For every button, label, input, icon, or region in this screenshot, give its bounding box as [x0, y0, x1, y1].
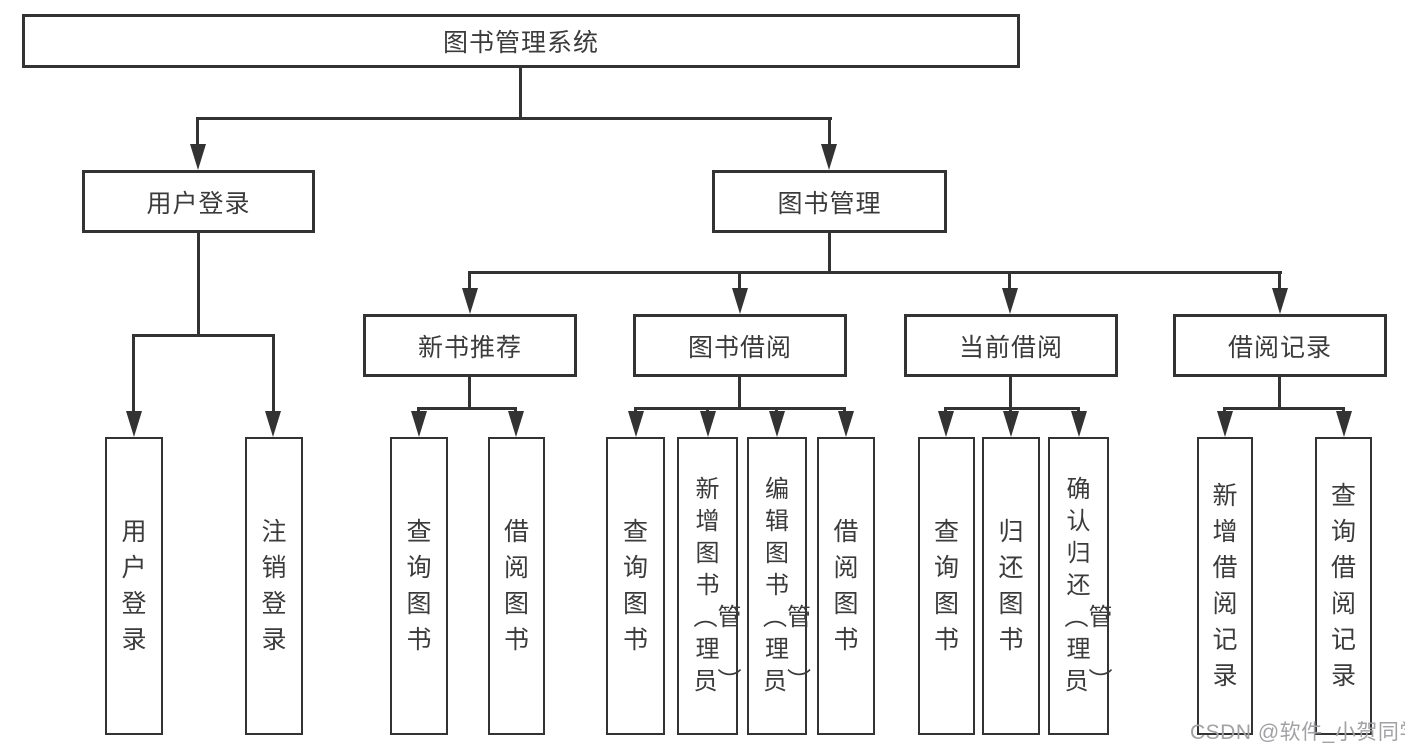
node-leaf-confirm-return-admin: 确认归还︵管理员︶: [1048, 437, 1113, 735]
arrowhead-down-icon: [732, 288, 748, 314]
arrowhead-down-icon: [838, 411, 854, 437]
arrowhead-down-icon: [126, 411, 142, 437]
connector-line: [417, 407, 517, 410]
node-leaf-borrow-books-recommend-label: 借阅图书: [503, 518, 529, 654]
arrowhead-down-icon: [411, 411, 427, 437]
node-user-login: 用户登录: [82, 170, 315, 233]
node-book-management-label: 图书管理: [777, 189, 882, 218]
node-book-borrowing: 图书借阅: [633, 314, 847, 377]
node-leaf-query-books-current: 查询图书: [918, 437, 975, 735]
node-leaf-confirm-return-admin-label: 确认归还︵管理员︶: [1064, 476, 1113, 695]
connector-line: [196, 117, 832, 120]
node-leaf-query-borrow-record: 查询借阅记录: [1315, 437, 1372, 735]
node-leaf-query-books-recommend: 查询图书: [390, 437, 448, 735]
node-leaf-add-borrow-record-label: 新增借阅记录: [1212, 482, 1238, 690]
connector-line: [519, 68, 522, 120]
arrowhead-down-icon: [938, 411, 954, 437]
node-root-label: 图书管理系统: [442, 29, 599, 57]
connector-line: [196, 117, 199, 148]
connector-line: [828, 117, 831, 148]
connector-line: [738, 271, 741, 290]
node-book-management: 图书管理: [712, 170, 947, 233]
node-leaf-query-books-recommend-label: 查询图书: [406, 518, 432, 654]
connector-line: [468, 377, 471, 410]
arrowhead-down-icon: [508, 411, 524, 437]
node-new-book-recommend-label: 新书推荐: [417, 333, 522, 362]
node-root: 图书管理系统: [22, 14, 1020, 68]
node-leaf-edit-book-admin: 编辑图书︵管理员︶: [747, 437, 811, 735]
connector-line: [272, 334, 275, 413]
connector-line: [468, 271, 471, 290]
arrowhead-down-icon: [462, 288, 478, 314]
arrowhead-down-icon: [1002, 288, 1018, 314]
connector-line: [738, 377, 741, 410]
node-leaf-logout-label: 注销登录: [261, 518, 287, 654]
node-leaf-borrow-books-borrowing: 借阅图书: [817, 437, 875, 735]
arrowhead-down-icon: [1217, 411, 1233, 437]
node-leaf-logout: 注销登录: [245, 437, 303, 735]
node-leaf-edit-book-admin-label: 编辑图书︵管理员︶: [763, 476, 811, 695]
connector-line: [468, 271, 1282, 274]
node-leaf-query-books-borrowing-label: 查询图书: [622, 518, 648, 654]
node-leaf-user-login-label: 用户登录: [121, 518, 147, 654]
connector-line: [944, 407, 1080, 410]
arrowhead-down-icon: [1003, 411, 1019, 437]
node-leaf-add-book-admin-label: 新增图书︵管理员︶: [693, 476, 742, 695]
connector-line: [828, 233, 831, 274]
csdn-watermark: CSDN @软件_小贺同学: [1190, 721, 1405, 744]
connector-line: [1223, 407, 1345, 410]
node-leaf-query-books-current-label: 查询图书: [933, 518, 959, 654]
connector-line: [132, 334, 135, 413]
node-leaf-query-books-borrowing: 查询图书: [606, 437, 665, 735]
arrowhead-down-icon: [1272, 288, 1288, 314]
connector-line: [1278, 377, 1281, 410]
node-current-borrowing-label: 当前借阅: [958, 333, 1063, 362]
connector-line: [1009, 377, 1012, 410]
connector-line: [1008, 271, 1011, 290]
node-borrowing-records: 借阅记录: [1173, 314, 1387, 377]
node-leaf-add-borrow-record: 新增借阅记录: [1197, 437, 1253, 735]
node-borrowing-records-label: 借阅记录: [1227, 333, 1332, 362]
node-current-borrowing: 当前借阅: [904, 314, 1118, 377]
arrowhead-down-icon: [700, 411, 716, 437]
node-leaf-add-book-admin: 新增图书︵管理员︶: [677, 437, 742, 735]
node-new-book-recommend: 新书推荐: [363, 314, 577, 377]
node-user-login-label: 用户登录: [146, 189, 251, 218]
connector-line: [132, 334, 275, 337]
arrowhead-down-icon: [628, 411, 644, 437]
node-leaf-user-login: 用户登录: [105, 437, 163, 735]
arrowhead-down-icon: [769, 411, 785, 437]
connector-line: [1278, 271, 1281, 290]
arrowhead-down-icon: [1336, 411, 1352, 437]
connector-line: [197, 233, 200, 337]
arrowhead-down-icon: [265, 411, 281, 437]
connector-line: [634, 407, 846, 410]
node-leaf-borrow-books-borrowing-label: 借阅图书: [833, 518, 859, 654]
node-leaf-borrow-books-recommend: 借阅图书: [488, 437, 545, 735]
node-leaf-return-books: 归还图书: [982, 437, 1040, 735]
arrowhead-down-icon: [1071, 411, 1087, 437]
arrowhead-down-icon: [821, 144, 837, 170]
node-book-borrowing-label: 图书借阅: [687, 333, 792, 362]
node-leaf-query-borrow-record-label: 查询借阅记录: [1330, 482, 1356, 690]
arrowhead-down-icon: [190, 144, 206, 170]
node-leaf-return-books-label: 归还图书: [998, 518, 1024, 654]
